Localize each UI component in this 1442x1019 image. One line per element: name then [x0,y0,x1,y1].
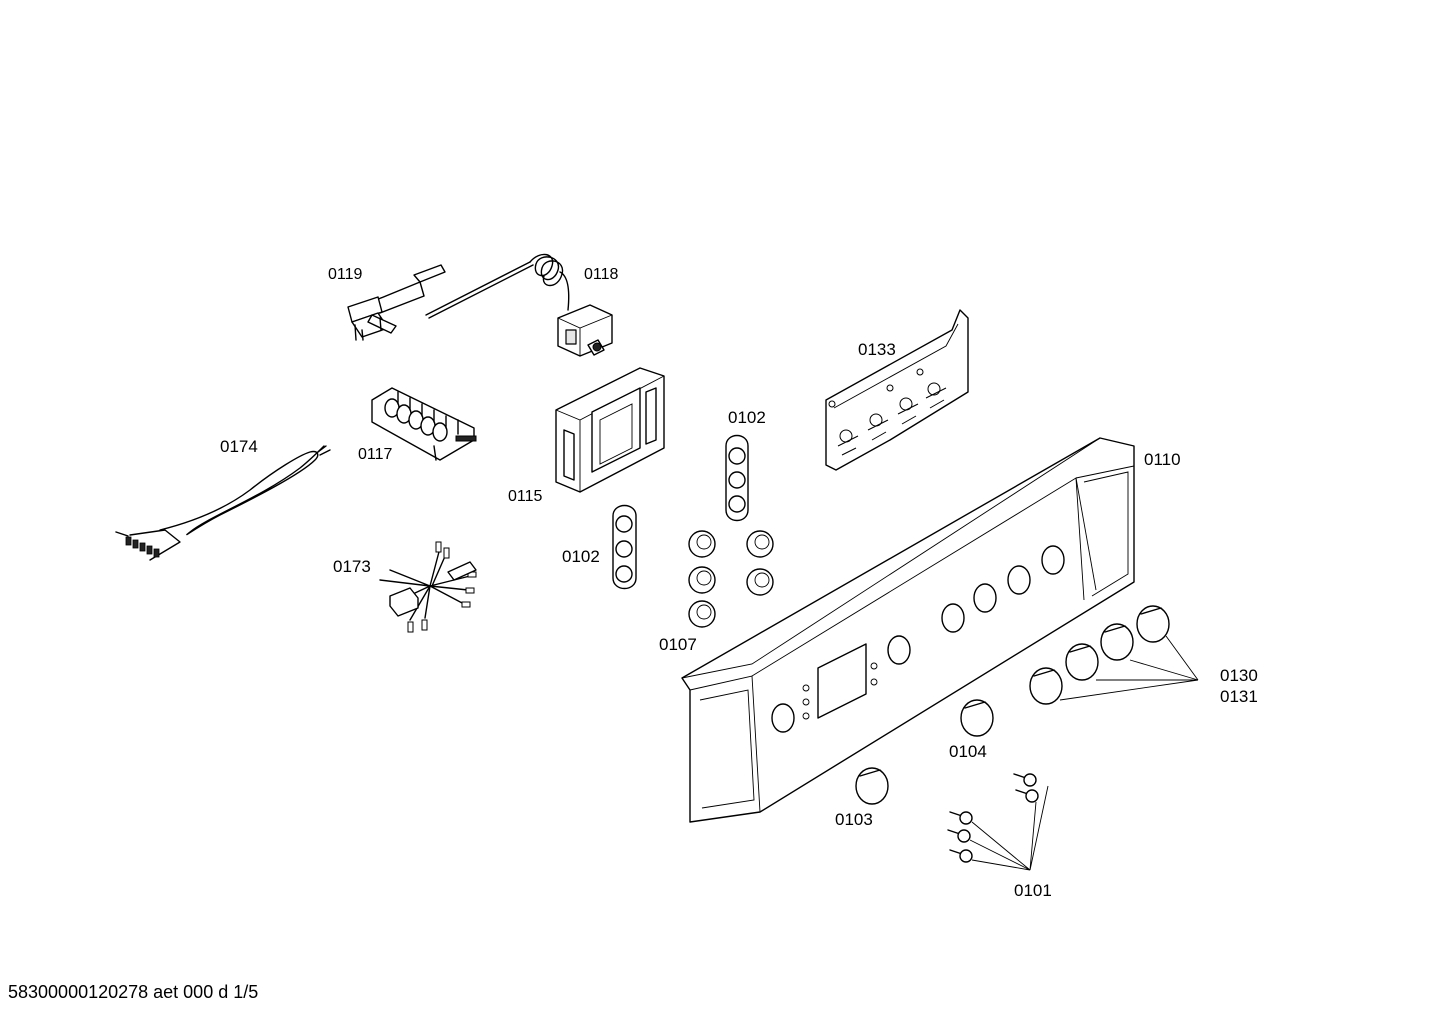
document-id: 58300000120278 aet 000 d 1/5 [8,982,259,1002]
label-0130: 0130 [1220,666,1258,685]
part-0130-0131-knobs [1029,605,1199,705]
part-0173-harness [379,541,477,633]
part-0104-knob [960,699,994,737]
label-0117: 0117 [358,446,393,463]
label-0101: 0101 [1014,881,1052,900]
label-0131: 0131 [1220,687,1258,706]
label-0102-upper: 0102 [728,408,766,427]
label-0110: 0110 [1144,450,1181,469]
label-0107: 0107 [659,635,697,654]
part-0115-timer [555,367,665,493]
part-0102-lower-cluster [612,504,637,590]
label-0119: 0119 [328,266,363,283]
part-0102-upper-cluster [725,434,749,522]
part-0107-caps [688,530,774,628]
label-0118: 0118 [584,266,619,283]
part-0133-board [825,309,969,471]
part-0174-cable [115,445,331,561]
label-0115: 0115 [508,488,543,505]
label-0133: 0133 [858,340,896,359]
part-0119-bracket [347,264,446,341]
label-0104: 0104 [949,742,987,761]
part-0103-knob [855,767,889,805]
label-0174: 0174 [220,437,258,456]
label-0173: 0173 [333,557,371,576]
part-0118-thermostat [425,253,613,357]
part-0110-panel [681,437,1135,823]
part-0117-switch [371,387,477,461]
part-0101-screws [947,773,1049,871]
label-0103: 0103 [835,810,873,829]
label-0102-lower: 0102 [562,547,600,566]
